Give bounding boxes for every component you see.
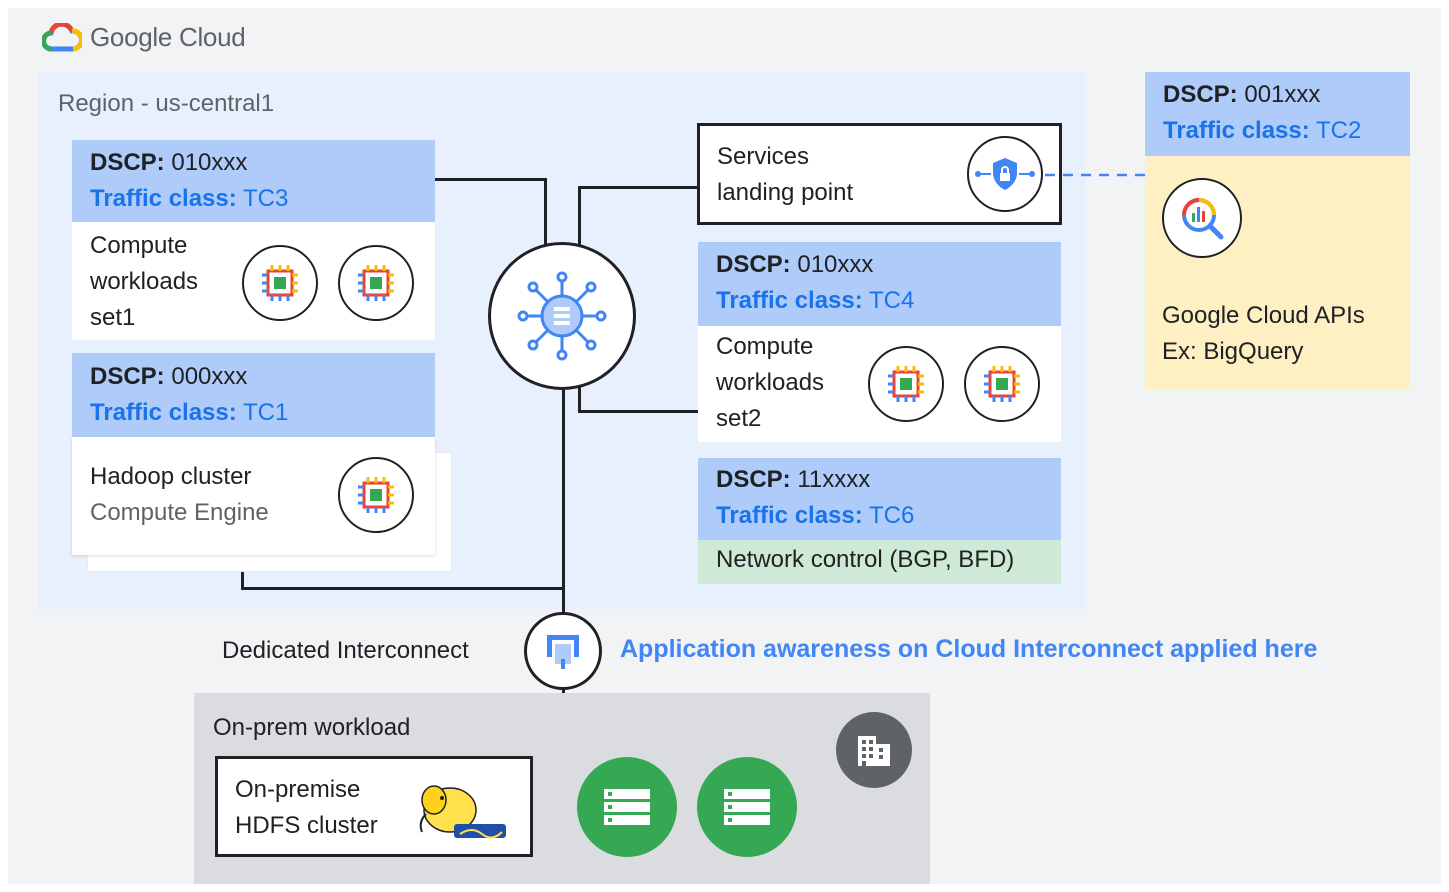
link-hadoop-down bbox=[241, 555, 244, 589]
traffic-class-key: Traffic class: bbox=[90, 185, 237, 212]
link-set1 bbox=[434, 178, 546, 181]
services-line1: Services bbox=[717, 143, 810, 170]
dscp-key: DSCP: bbox=[90, 149, 165, 176]
interconnect-label: Dedicated Interconnect bbox=[222, 637, 469, 664]
traffic-class-value: TC1 bbox=[242, 399, 289, 426]
dscp-key: DSCP: bbox=[716, 251, 791, 278]
link-hadoop bbox=[241, 587, 565, 590]
shield-lock-icon bbox=[967, 136, 1043, 212]
dscp-key: DSCP: bbox=[90, 363, 165, 390]
traffic-class-value: TC3 bbox=[242, 185, 289, 212]
set2-dscp-band: DSCP: 010xxx Traffic class: TC4 bbox=[698, 242, 1061, 326]
dscp-value: 11xxxx bbox=[797, 466, 871, 493]
set1-dscp-band: DSCP: 010xxx Traffic class: TC3 bbox=[72, 140, 435, 222]
server-icon bbox=[577, 757, 677, 857]
apis-dscp-band: DSCP: 001xxx Traffic class: TC2 bbox=[1145, 72, 1410, 156]
building-icon bbox=[836, 712, 912, 788]
bigquery-icon bbox=[1162, 178, 1242, 258]
traffic-class-key: Traffic class: bbox=[90, 399, 237, 426]
cpu-chip-icon bbox=[242, 245, 318, 321]
set2-title-line3: set2 bbox=[716, 405, 762, 432]
services-line2: landing point bbox=[717, 179, 854, 206]
traffic-class-value: TC4 bbox=[868, 287, 915, 314]
hadoop-logo bbox=[412, 776, 510, 847]
traffic-class-key: Traffic class: bbox=[716, 502, 863, 529]
cpu-chip-icon bbox=[338, 457, 414, 533]
link-trunk bbox=[562, 376, 565, 612]
server-icon bbox=[697, 757, 797, 857]
hdfs-line1: On-premise bbox=[235, 776, 361, 803]
apis-subtitle: Ex: BigQuery bbox=[1162, 338, 1304, 365]
traffic-class-value: TC2 bbox=[1315, 117, 1362, 144]
link-set2 bbox=[578, 410, 698, 413]
netctl-card: Network control (BGP, BFD) bbox=[698, 540, 1061, 584]
hadoop-dscp-band: DSCP: 000xxx Traffic class: TC1 bbox=[72, 353, 435, 437]
network-hub-icon bbox=[488, 242, 636, 390]
dscp-value: 001xxx bbox=[1244, 81, 1321, 108]
logo-text: Google Cloud bbox=[90, 22, 246, 52]
dashed-link-apis bbox=[1045, 173, 1145, 177]
dscp-key: DSCP: bbox=[716, 466, 791, 493]
dscp-value: 000xxx bbox=[171, 363, 248, 390]
traffic-class-key: Traffic class: bbox=[716, 287, 863, 314]
link-services bbox=[578, 186, 698, 189]
google-cloud-logo: Google Cloud bbox=[42, 22, 246, 53]
region-label: Region - us-central1 bbox=[58, 90, 275, 117]
link-services-down bbox=[578, 186, 581, 252]
hdfs-card: On-premise HDFS cluster bbox=[215, 756, 533, 857]
hadoop-subtitle: Compute Engine bbox=[90, 499, 269, 526]
onprem-label: On-prem workload bbox=[213, 714, 411, 741]
netctl-title: Network control (BGP, BFD) bbox=[716, 546, 1015, 573]
apis-title: Google Cloud APIs bbox=[1162, 302, 1365, 329]
cpu-chip-icon bbox=[338, 245, 414, 321]
dscp-value: 010xxx bbox=[171, 149, 248, 176]
traffic-class-value: TC6 bbox=[868, 502, 915, 529]
interconnect-note: Application awareness on Cloud Interconn… bbox=[620, 635, 1318, 663]
interconnect-icon bbox=[524, 612, 602, 690]
google-cloud-logo-icon bbox=[42, 22, 82, 51]
cpu-chip-icon bbox=[964, 346, 1040, 422]
netctl-dscp-band: DSCP: 11xxxx Traffic class: TC6 bbox=[698, 458, 1061, 540]
cpu-chip-icon bbox=[868, 346, 944, 422]
dscp-key: DSCP: bbox=[1163, 81, 1238, 108]
traffic-class-key: Traffic class: bbox=[1163, 117, 1310, 144]
hadoop-title: Hadoop cluster bbox=[90, 463, 252, 490]
set1-title-line1: Compute bbox=[90, 232, 188, 259]
set2-title-line1: Compute bbox=[716, 333, 814, 360]
set1-title-line2: workloads bbox=[90, 268, 199, 295]
hdfs-line2: HDFS cluster bbox=[235, 812, 378, 839]
link-set1-down bbox=[544, 178, 547, 250]
set2-title-line2: workloads bbox=[716, 369, 825, 396]
set1-title-line3: set1 bbox=[90, 304, 136, 331]
dscp-value: 010xxx bbox=[797, 251, 874, 278]
